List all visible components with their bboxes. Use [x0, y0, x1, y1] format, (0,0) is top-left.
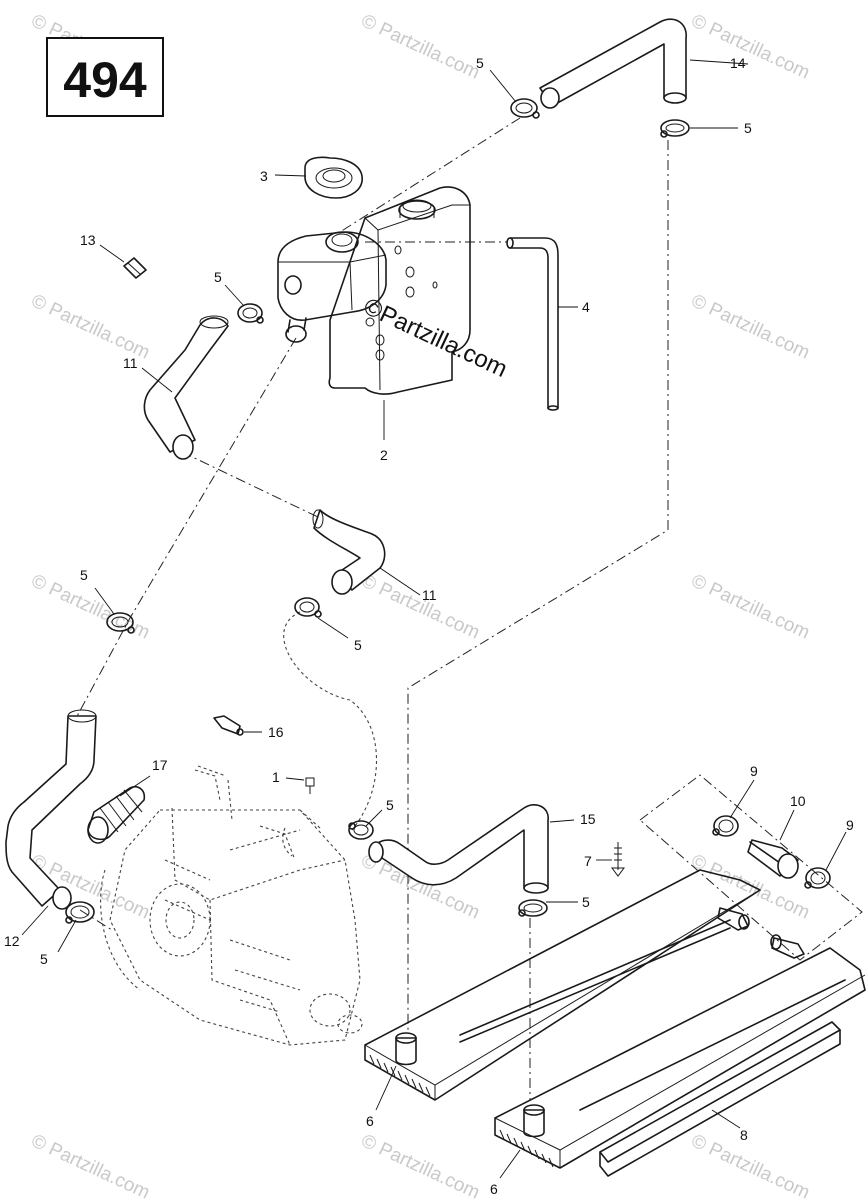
- callout-1: 1: [272, 769, 280, 785]
- page-number-badge: 494: [46, 37, 164, 117]
- callout-10: 10: [790, 793, 806, 809]
- hose-11-middle: [312, 509, 386, 595]
- callout-14: 14: [730, 55, 746, 71]
- hose-11-upper: [143, 315, 229, 460]
- connector-tube-10: [747, 839, 799, 879]
- hose-clamp: [510, 98, 540, 119]
- hose-clamp: [712, 815, 739, 837]
- leader-lines: [21, 59, 847, 1179]
- callout-9: 9: [750, 763, 758, 779]
- engine-outline: [100, 765, 363, 1046]
- tank-cap-3: [304, 156, 363, 199]
- callout-6: 6: [366, 1113, 374, 1129]
- callout-9: 9: [846, 817, 854, 833]
- hose-clamp-group: [65, 98, 831, 924]
- watermark: © Partzilla.com: [28, 570, 153, 643]
- bleeder-screw-1: [305, 777, 315, 794]
- watermark: © Partzilla.com: [688, 10, 813, 83]
- callout-11: 11: [123, 355, 138, 371]
- callout-16: 16: [268, 724, 284, 740]
- hose-clamp: [518, 899, 548, 917]
- watermark: © Partzilla.com: [688, 290, 813, 363]
- watermark: © Partzilla.com: [688, 1130, 813, 1200]
- callout-5: 5: [582, 894, 590, 910]
- callout-13: 13: [80, 232, 96, 248]
- clip-13: [123, 257, 147, 279]
- callout-6: 6: [490, 1181, 498, 1197]
- watermark: © Partzilla.com: [358, 1130, 483, 1200]
- callout-12: 12: [4, 933, 20, 949]
- retaining-strip-8: [599, 1021, 841, 1177]
- watermarks: © Partzilla.com © Partzilla.com © Partzi…: [28, 10, 813, 1200]
- watermark: © Partzilla.com: [28, 1130, 153, 1200]
- vent-hose-4: [506, 237, 559, 411]
- hose-clamp: [660, 119, 690, 138]
- heat-exchanger-6-lower: [494, 934, 866, 1169]
- watermark: © Partzilla.com: [28, 290, 153, 363]
- callout-3: 3: [260, 168, 268, 184]
- watermark: © Partzilla.com: [358, 10, 483, 83]
- hose-clamp: [804, 867, 831, 889]
- hose-15: [368, 804, 549, 894]
- callout-5: 5: [40, 951, 48, 967]
- page-number: 494: [63, 52, 147, 108]
- watermark: © Partzilla.com: [358, 570, 483, 643]
- callout-5: 5: [476, 55, 484, 71]
- callout-5: 5: [386, 797, 394, 813]
- watermark-center: ©Partzilla.com: [359, 293, 511, 383]
- callout-5: 5: [214, 269, 222, 285]
- callout-5: 5: [744, 120, 752, 136]
- hose-clamp: [106, 612, 135, 634]
- callout-2: 2: [380, 447, 388, 463]
- hose-clamp: [348, 820, 374, 840]
- callout-5: 5: [354, 637, 362, 653]
- hose-clamp: [294, 597, 322, 618]
- hose-14: [539, 18, 687, 109]
- callout-15: 15: [580, 811, 596, 827]
- callout-11: 11: [422, 587, 437, 603]
- screw-7: [611, 842, 625, 877]
- hose-clamp: [65, 901, 95, 924]
- callout-17: 17: [152, 757, 168, 773]
- hose-clamp: [237, 303, 264, 324]
- watermark: © Partzilla.com: [688, 570, 813, 643]
- callout-7: 7: [584, 853, 592, 869]
- heat-exchanger-6-upper: [364, 869, 761, 1101]
- hose-12: [5, 709, 97, 910]
- callout-5: 5: [80, 567, 88, 583]
- temp-sensor-16: [213, 715, 244, 736]
- callout-labels: 5 14 5 3 13 5 4 11 2 5 11 5 16 17 1 9 10…: [4, 55, 854, 1197]
- coolant-tank-2: [277, 186, 471, 395]
- callout-8: 8: [740, 1127, 748, 1143]
- callout-4: 4: [582, 299, 590, 315]
- coupling-sleeve-17: [87, 785, 146, 844]
